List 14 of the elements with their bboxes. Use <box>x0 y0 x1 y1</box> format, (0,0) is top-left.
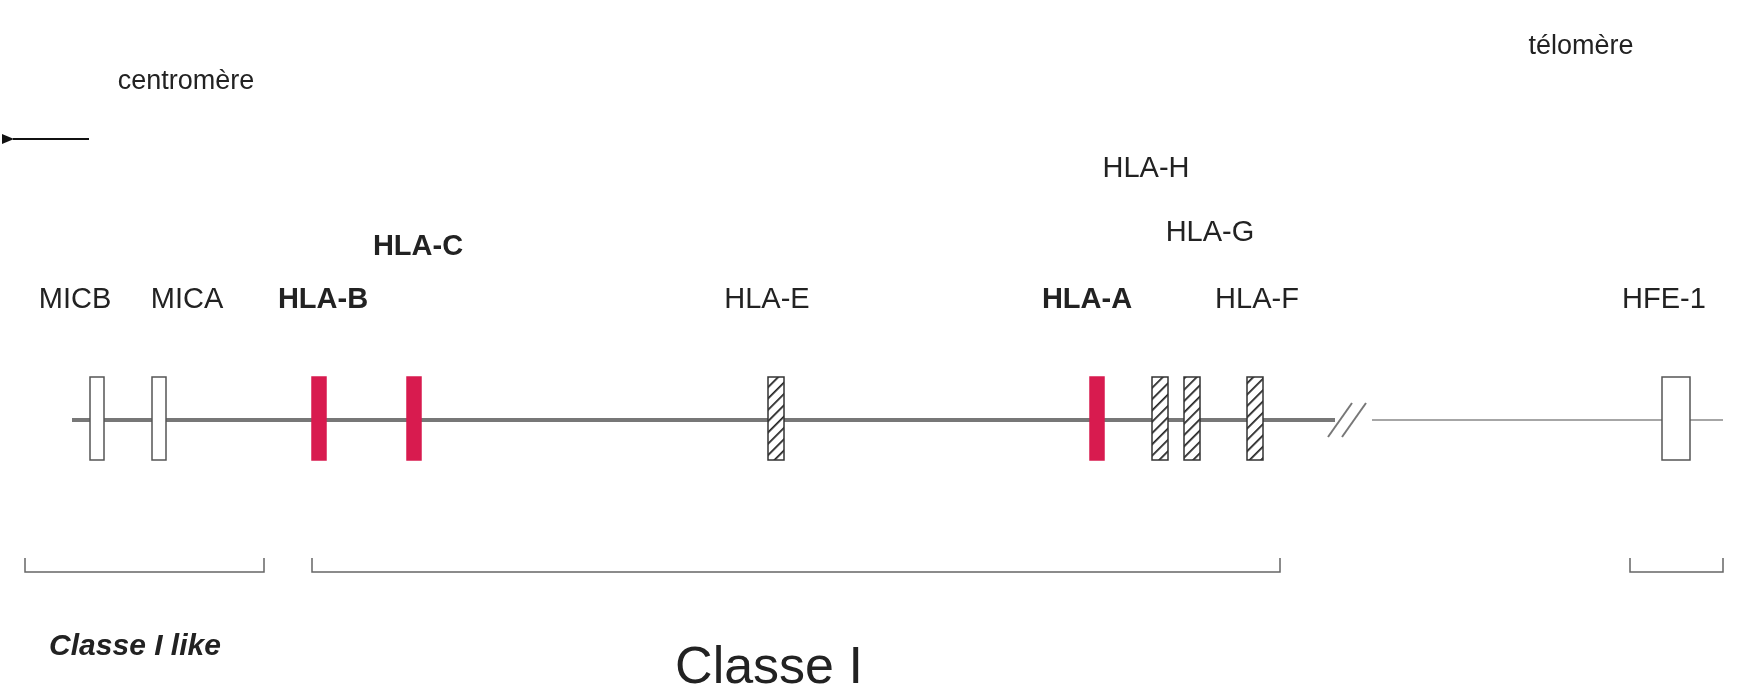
end-label: centromère <box>117 66 255 94</box>
class-title: Classe I <box>675 639 863 691</box>
gene-name: MICA <box>150 283 224 313</box>
end-label: télomère <box>1528 31 1634 59</box>
gene-name: HLA-A <box>1041 283 1133 313</box>
gene-name: HLA-G <box>1165 216 1255 246</box>
gene-name: HFE-1 <box>1622 283 1706 313</box>
gene-name: HLA-C <box>372 230 464 260</box>
gene-name: HLA-H <box>1102 152 1190 182</box>
gene-name: MICB <box>38 283 112 313</box>
gene-name: HLA-E <box>724 283 810 313</box>
gene-name: HLA-B <box>277 283 369 313</box>
gene-name: HLA-F <box>1215 283 1299 313</box>
class-label: Classe I like <box>49 630 221 660</box>
